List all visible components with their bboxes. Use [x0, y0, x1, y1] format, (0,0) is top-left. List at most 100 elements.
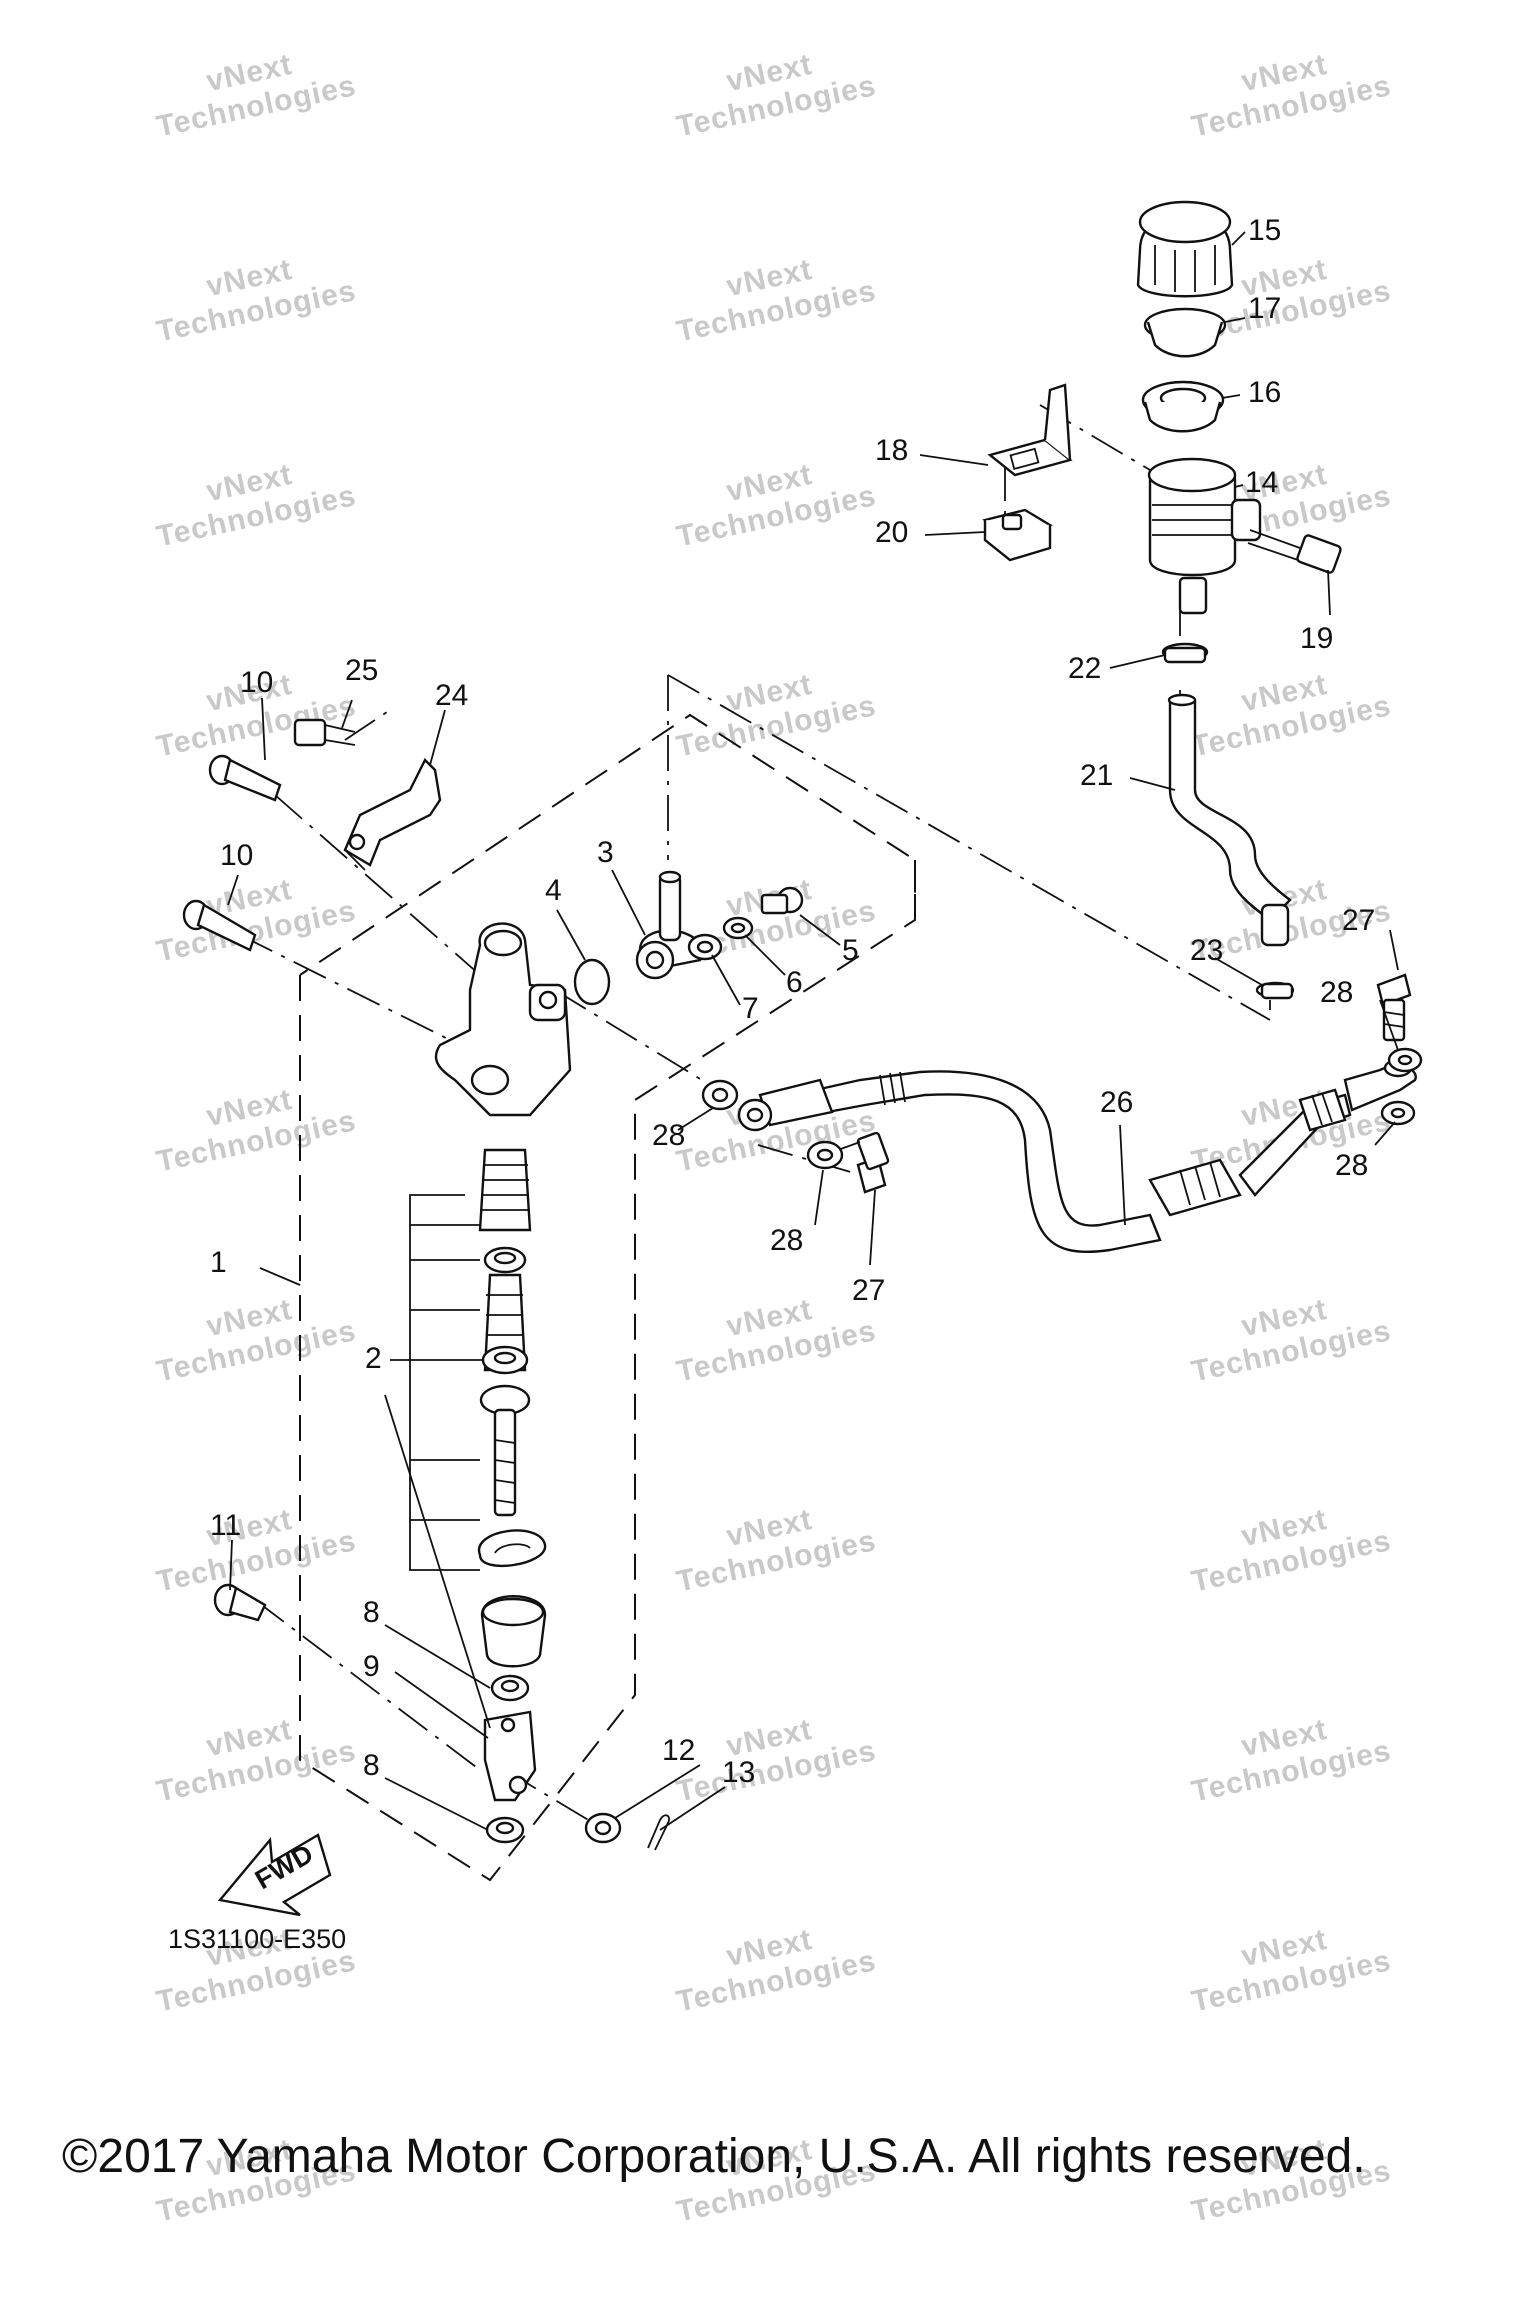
watermark: vNextTechnologies — [147, 1071, 360, 1179]
callout-5: 5 — [842, 934, 859, 967]
callout-26: 26 — [1100, 1086, 1133, 1119]
watermark: vNextTechnologies — [147, 1491, 360, 1599]
cup — [483, 1246, 527, 1274]
callout-21: 21 — [1080, 759, 1113, 792]
callout-28-right-lower: 28 — [1335, 1149, 1368, 1182]
callout-2: 2 — [365, 1342, 382, 1375]
fwd-arrow: FWD — [217, 1833, 332, 1917]
circlip — [477, 1529, 547, 1568]
callout-20: 20 — [875, 516, 908, 549]
callout-labels: 1 2 3 4 5 6 7 8 9 8 10 10 11 12 13 14 15… — [210, 214, 1375, 1789]
bracket-plate — [343, 757, 442, 871]
reservoir-hose — [1167, 693, 1292, 947]
nut-lower — [485, 1816, 525, 1844]
nut-upper — [490, 1674, 530, 1702]
watermark: vNextTechnologies — [147, 1701, 360, 1809]
hose-joint — [635, 870, 702, 980]
piston-kit — [409, 1194, 480, 1571]
callout-22: 22 — [1068, 652, 1101, 685]
reservoir-tank — [1147, 457, 1262, 615]
watermark: vNextTechnologies — [1182, 1911, 1395, 2019]
diagram-code: 1S31100-E350 — [168, 1924, 346, 1954]
clevis-pin — [213, 1583, 267, 1622]
cotter-pin — [647, 1814, 670, 1851]
reservoir-diaphragm — [1141, 380, 1225, 433]
hose-clip-lower — [1255, 981, 1295, 1000]
callout-3: 3 — [597, 836, 614, 869]
watermark: vNextTechnologies — [667, 446, 880, 554]
watermark: vNextTechnologies — [667, 1491, 880, 1599]
callout-12: 12 — [662, 1734, 695, 1767]
watermark: vNextTechnologies — [147, 1281, 360, 1389]
callout-14: 14 — [1245, 466, 1278, 499]
watermark: vNextTechnologies — [1182, 656, 1395, 764]
washer-plain — [584, 1812, 622, 1844]
callout-13: 13 — [722, 1756, 755, 1789]
union-bolt-left — [837, 1131, 890, 1194]
callout-10-lower: 10 — [220, 839, 253, 872]
copper-washer-main — [701, 1079, 739, 1111]
reservoir-plate — [1143, 307, 1227, 358]
callout-8-lower: 8 — [363, 1749, 380, 1782]
callout-leaders — [227, 231, 1399, 1831]
piston — [483, 1273, 527, 1372]
callout-24: 24 — [435, 679, 468, 712]
watermark: vNextTechnologies — [147, 446, 360, 554]
callout-23: 23 — [1190, 934, 1223, 967]
watermark: vNextTechnologies — [667, 241, 880, 349]
callout-9: 9 — [363, 1650, 380, 1683]
reservoir-bolt — [1247, 529, 1342, 574]
watermark: vNextTechnologies — [1182, 1701, 1395, 1809]
watermark: vNextTechnologies — [1182, 1281, 1395, 1389]
callout-28-main: 28 — [652, 1119, 685, 1152]
copper-washer-right-upper — [1387, 1047, 1423, 1073]
callout-28-hose: 28 — [770, 1224, 803, 1257]
callout-6: 6 — [786, 966, 803, 999]
mounting-bolt-lower — [182, 899, 257, 952]
brake-hose — [737, 1058, 1417, 1253]
callout-7: 7 — [742, 992, 759, 1025]
watermark: vNextTechnologies — [667, 656, 880, 764]
bracket-screw — [293, 718, 356, 747]
callout-28-right-upper: 28 — [1320, 976, 1353, 1009]
watermark: vNextTechnologies — [147, 36, 360, 144]
spring — [478, 1148, 532, 1232]
reservoir-bracket — [987, 383, 1073, 477]
hose-clip-upper — [1161, 642, 1209, 664]
watermark: vNextTechnologies — [667, 36, 880, 144]
mounting-bolt-upper — [208, 754, 282, 802]
callout-27-lower: 27 — [852, 1274, 885, 1307]
copper-washer-hose-left — [806, 1140, 844, 1170]
callout-27-upper: 27 — [1342, 904, 1375, 937]
callout-16: 16 — [1248, 376, 1281, 409]
callout-10-upper: 10 — [240, 666, 273, 699]
piston-seal — [481, 1345, 529, 1375]
watermark: vNextTechnologies — [667, 1911, 880, 2019]
callout-25: 25 — [345, 654, 378, 687]
callout-19: 19 — [1300, 622, 1333, 655]
joint-washer — [687, 933, 723, 961]
joint-washer-small — [722, 916, 754, 940]
watermark-layer: vNextTechnologies vNextTechnologies vNextT… — [147, 36, 1395, 2229]
callout-17: 17 — [1248, 292, 1281, 325]
watermark: vNextTechnologies — [147, 241, 360, 349]
callout-11: 11 — [210, 1509, 241, 1542]
callout-4: 4 — [545, 874, 562, 907]
push-rod — [479, 1384, 531, 1517]
callout-18: 18 — [875, 434, 908, 467]
o-ring — [573, 958, 611, 1006]
watermark: vNextTechnologies — [1182, 36, 1395, 144]
watermark: vNextTechnologies — [667, 1281, 880, 1389]
union-bolt-right — [1376, 973, 1412, 1042]
reservoir-cap — [1136, 200, 1234, 298]
callout-15: 15 — [1248, 214, 1281, 247]
boot — [480, 1595, 547, 1668]
copyright-notice: ©2017 Yamaha Motor Corporation, U.S.A. A… — [62, 2130, 1366, 2183]
master-cylinder-body — [434, 922, 572, 1117]
clevis — [483, 1710, 537, 1802]
callout-1: 1 — [210, 1246, 227, 1279]
callout-8-upper: 8 — [363, 1596, 380, 1629]
assembly-outline — [299, 674, 1271, 1882]
copper-washer-right-lower — [1380, 1100, 1416, 1126]
